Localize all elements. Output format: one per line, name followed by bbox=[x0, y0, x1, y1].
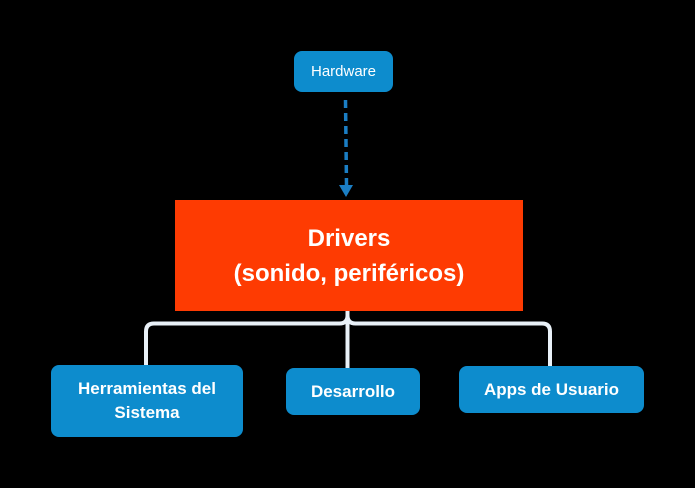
node-desarrollo: Desarrollo bbox=[286, 368, 420, 415]
edge-hardware-to-drivers bbox=[343, 99, 349, 186]
node-apps-de-usuario: Apps de Usuario bbox=[459, 366, 644, 413]
node-herramientas-del-sistema: Herramientas del Sistema bbox=[51, 365, 243, 437]
node-apps-label: Apps de Usuario bbox=[483, 379, 620, 399]
node-hardware: Hardware bbox=[294, 51, 393, 92]
node-desarrollo-label: Desarrollo bbox=[310, 381, 396, 401]
arrowhead-down-icon bbox=[339, 185, 353, 197]
node-drivers-label-line1: Drivers bbox=[307, 224, 391, 252]
node-drivers: Drivers (sonido, periféricos) bbox=[175, 200, 523, 311]
edge-drivers-to-apps bbox=[345, 308, 552, 368]
edge-drivers-to-herramientas bbox=[144, 308, 350, 367]
node-herramientas-label-line2: Sistema bbox=[114, 403, 180, 422]
node-hardware-label: Hardware bbox=[310, 63, 377, 80]
node-herramientas-label-line1: Herramientas del bbox=[78, 379, 216, 398]
node-drivers-label-line2: (sonido, periféricos) bbox=[233, 259, 465, 287]
